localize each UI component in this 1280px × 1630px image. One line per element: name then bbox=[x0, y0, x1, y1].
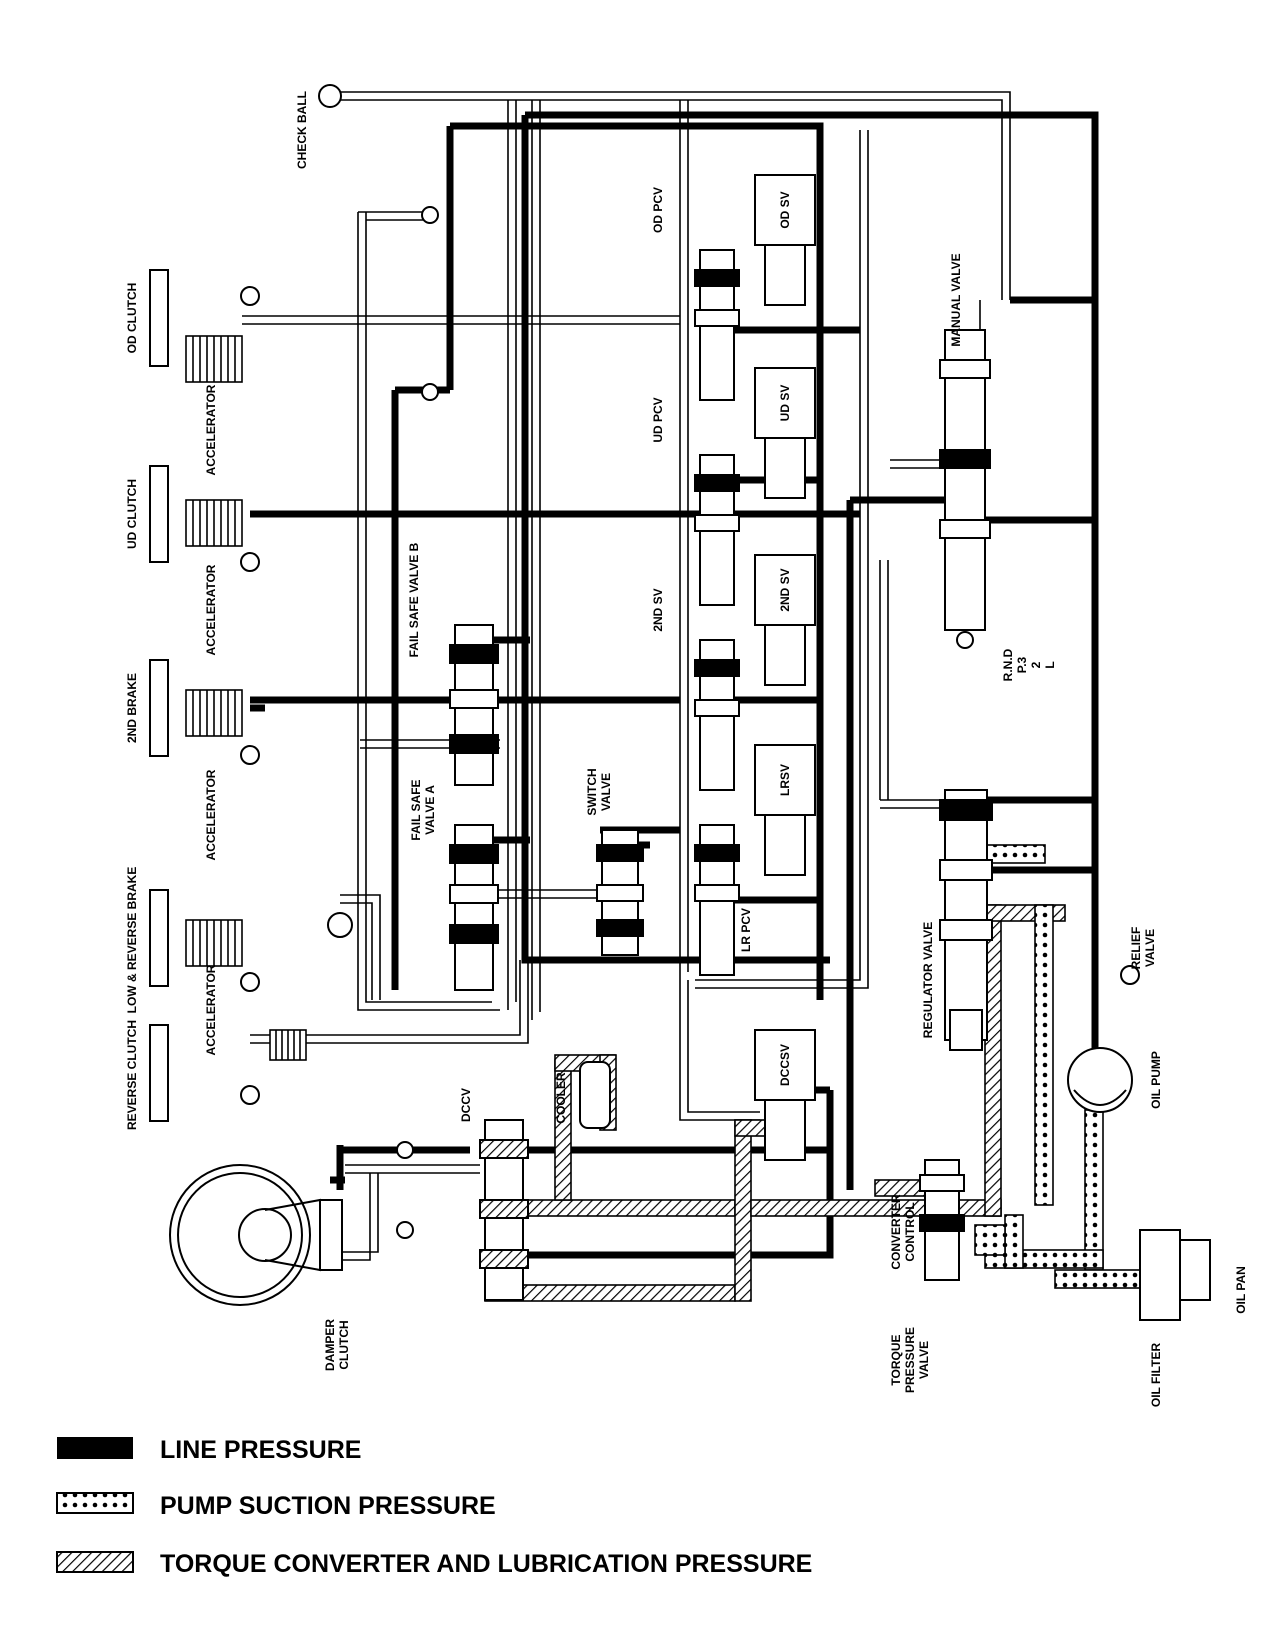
fail-safe-valve-a-label-2: VALVE A bbox=[423, 785, 437, 835]
oil-filter-label: OIL FILTER bbox=[1149, 1343, 1163, 1408]
damper-clutch-label-2: CLUTCH bbox=[337, 1320, 351, 1369]
ud-pcv-label: UD PCV bbox=[651, 397, 665, 442]
spool-valves bbox=[169, 174, 1211, 1321]
lr-pcv-label: LR PCV bbox=[739, 908, 753, 952]
second-brake-label: 2ND BRAKE bbox=[125, 673, 139, 743]
low-reverse-brake-label: LOW & REVERSE BRAKE bbox=[125, 867, 139, 1014]
legend-swatch-pump-suction bbox=[56, 1492, 134, 1514]
relief-valve-label-1: RELIEF bbox=[1129, 927, 1143, 970]
dccv-label: DCCV bbox=[459, 1088, 473, 1122]
reverse-clutch-label: REVERSE CLUTCH bbox=[125, 1020, 139, 1130]
dccsv-label: DCCSV bbox=[778, 1044, 792, 1086]
oil-pan-label: OIL PAN bbox=[1234, 1266, 1248, 1314]
oil-pump-label: OIL PUMP bbox=[1149, 1051, 1163, 1109]
od-pcv-label: OD PCV bbox=[651, 187, 665, 233]
shift-l-label: L bbox=[1043, 661, 1057, 668]
legend-label-lubrication: TORQUE CONVERTER AND LUBRICATION PRESSUR… bbox=[160, 1550, 812, 1578]
legend-swatch-lubrication bbox=[56, 1551, 134, 1573]
cooler-label: COOLER bbox=[554, 1072, 568, 1124]
accelerator-label-2nd: ACCELERATOR bbox=[204, 769, 218, 860]
thin-passages bbox=[242, 91, 1011, 1261]
damper-clutch-label-1: DAMPER bbox=[323, 1319, 337, 1371]
lrsv-label: LRSV bbox=[778, 764, 792, 796]
legend: LINE PRESSURE PUMP SUCTION PRESSURE TORQ… bbox=[56, 1436, 812, 1578]
second-sv-label: 2ND SV bbox=[778, 568, 792, 611]
manual-valve-label: MANUAL VALVE bbox=[949, 253, 963, 346]
torque-pressure-valve-label-3: VALVE bbox=[917, 1341, 931, 1379]
legend-label-pump-suction: PUMP SUCTION PRESSURE bbox=[160, 1492, 496, 1520]
relief-valve-label-2: VALVE bbox=[1143, 929, 1157, 967]
ud-sv-label: UD SV bbox=[778, 385, 792, 422]
line-pressure-passages bbox=[250, 111, 1099, 1259]
converter-control-label-2: CONTROL bbox=[903, 1202, 917, 1261]
shift-2-label: 2 bbox=[1029, 661, 1043, 668]
od-sv-label: OD SV bbox=[778, 191, 792, 228]
legend-swatch-line-pressure bbox=[57, 1437, 133, 1459]
fail-safe-valve-b-label: FAIL SAFE VALVE B bbox=[407, 542, 421, 657]
pump-suction-passages bbox=[974, 844, 1166, 1289]
accelerator-label-lr: ACCELERATOR bbox=[204, 964, 218, 1055]
accelerator-label-ud: ACCELERATOR bbox=[204, 564, 218, 655]
torque-pressure-valve-label-1: TORQUE bbox=[889, 1334, 903, 1385]
check-ball-label: CHECK BALL bbox=[295, 91, 309, 169]
regulator-valve-label: REGULATOR VALVE bbox=[921, 922, 935, 1038]
switch-valve-label-1: SWITCH bbox=[585, 768, 599, 815]
clutch-brake-assemblies bbox=[149, 84, 439, 1239]
fail-safe-valve-a-label-1: FAIL SAFE bbox=[409, 779, 423, 840]
converter-control-label-1: CONVERTER bbox=[889, 1194, 903, 1270]
legend-label-line-pressure: LINE PRESSURE bbox=[160, 1436, 361, 1464]
switch-valve-label-2: VALVE bbox=[599, 773, 613, 811]
component-labels: CHECK BALL OD CLUTCH UD CLUTCH 2ND BRAKE… bbox=[125, 91, 1248, 1407]
shift-rnd-label: R.N.D bbox=[1001, 648, 1015, 681]
od-clutch-label: OD CLUTCH bbox=[125, 283, 139, 354]
ud-clutch-label: UD CLUTCH bbox=[125, 479, 139, 549]
accelerator-label-od: ACCELERATOR bbox=[204, 384, 218, 475]
torque-pressure-valve-label-2: PRESSURE bbox=[903, 1327, 917, 1393]
second-sv-side-label: 2ND SV bbox=[651, 588, 665, 631]
shift-p3-label: P.3 bbox=[1015, 656, 1029, 673]
